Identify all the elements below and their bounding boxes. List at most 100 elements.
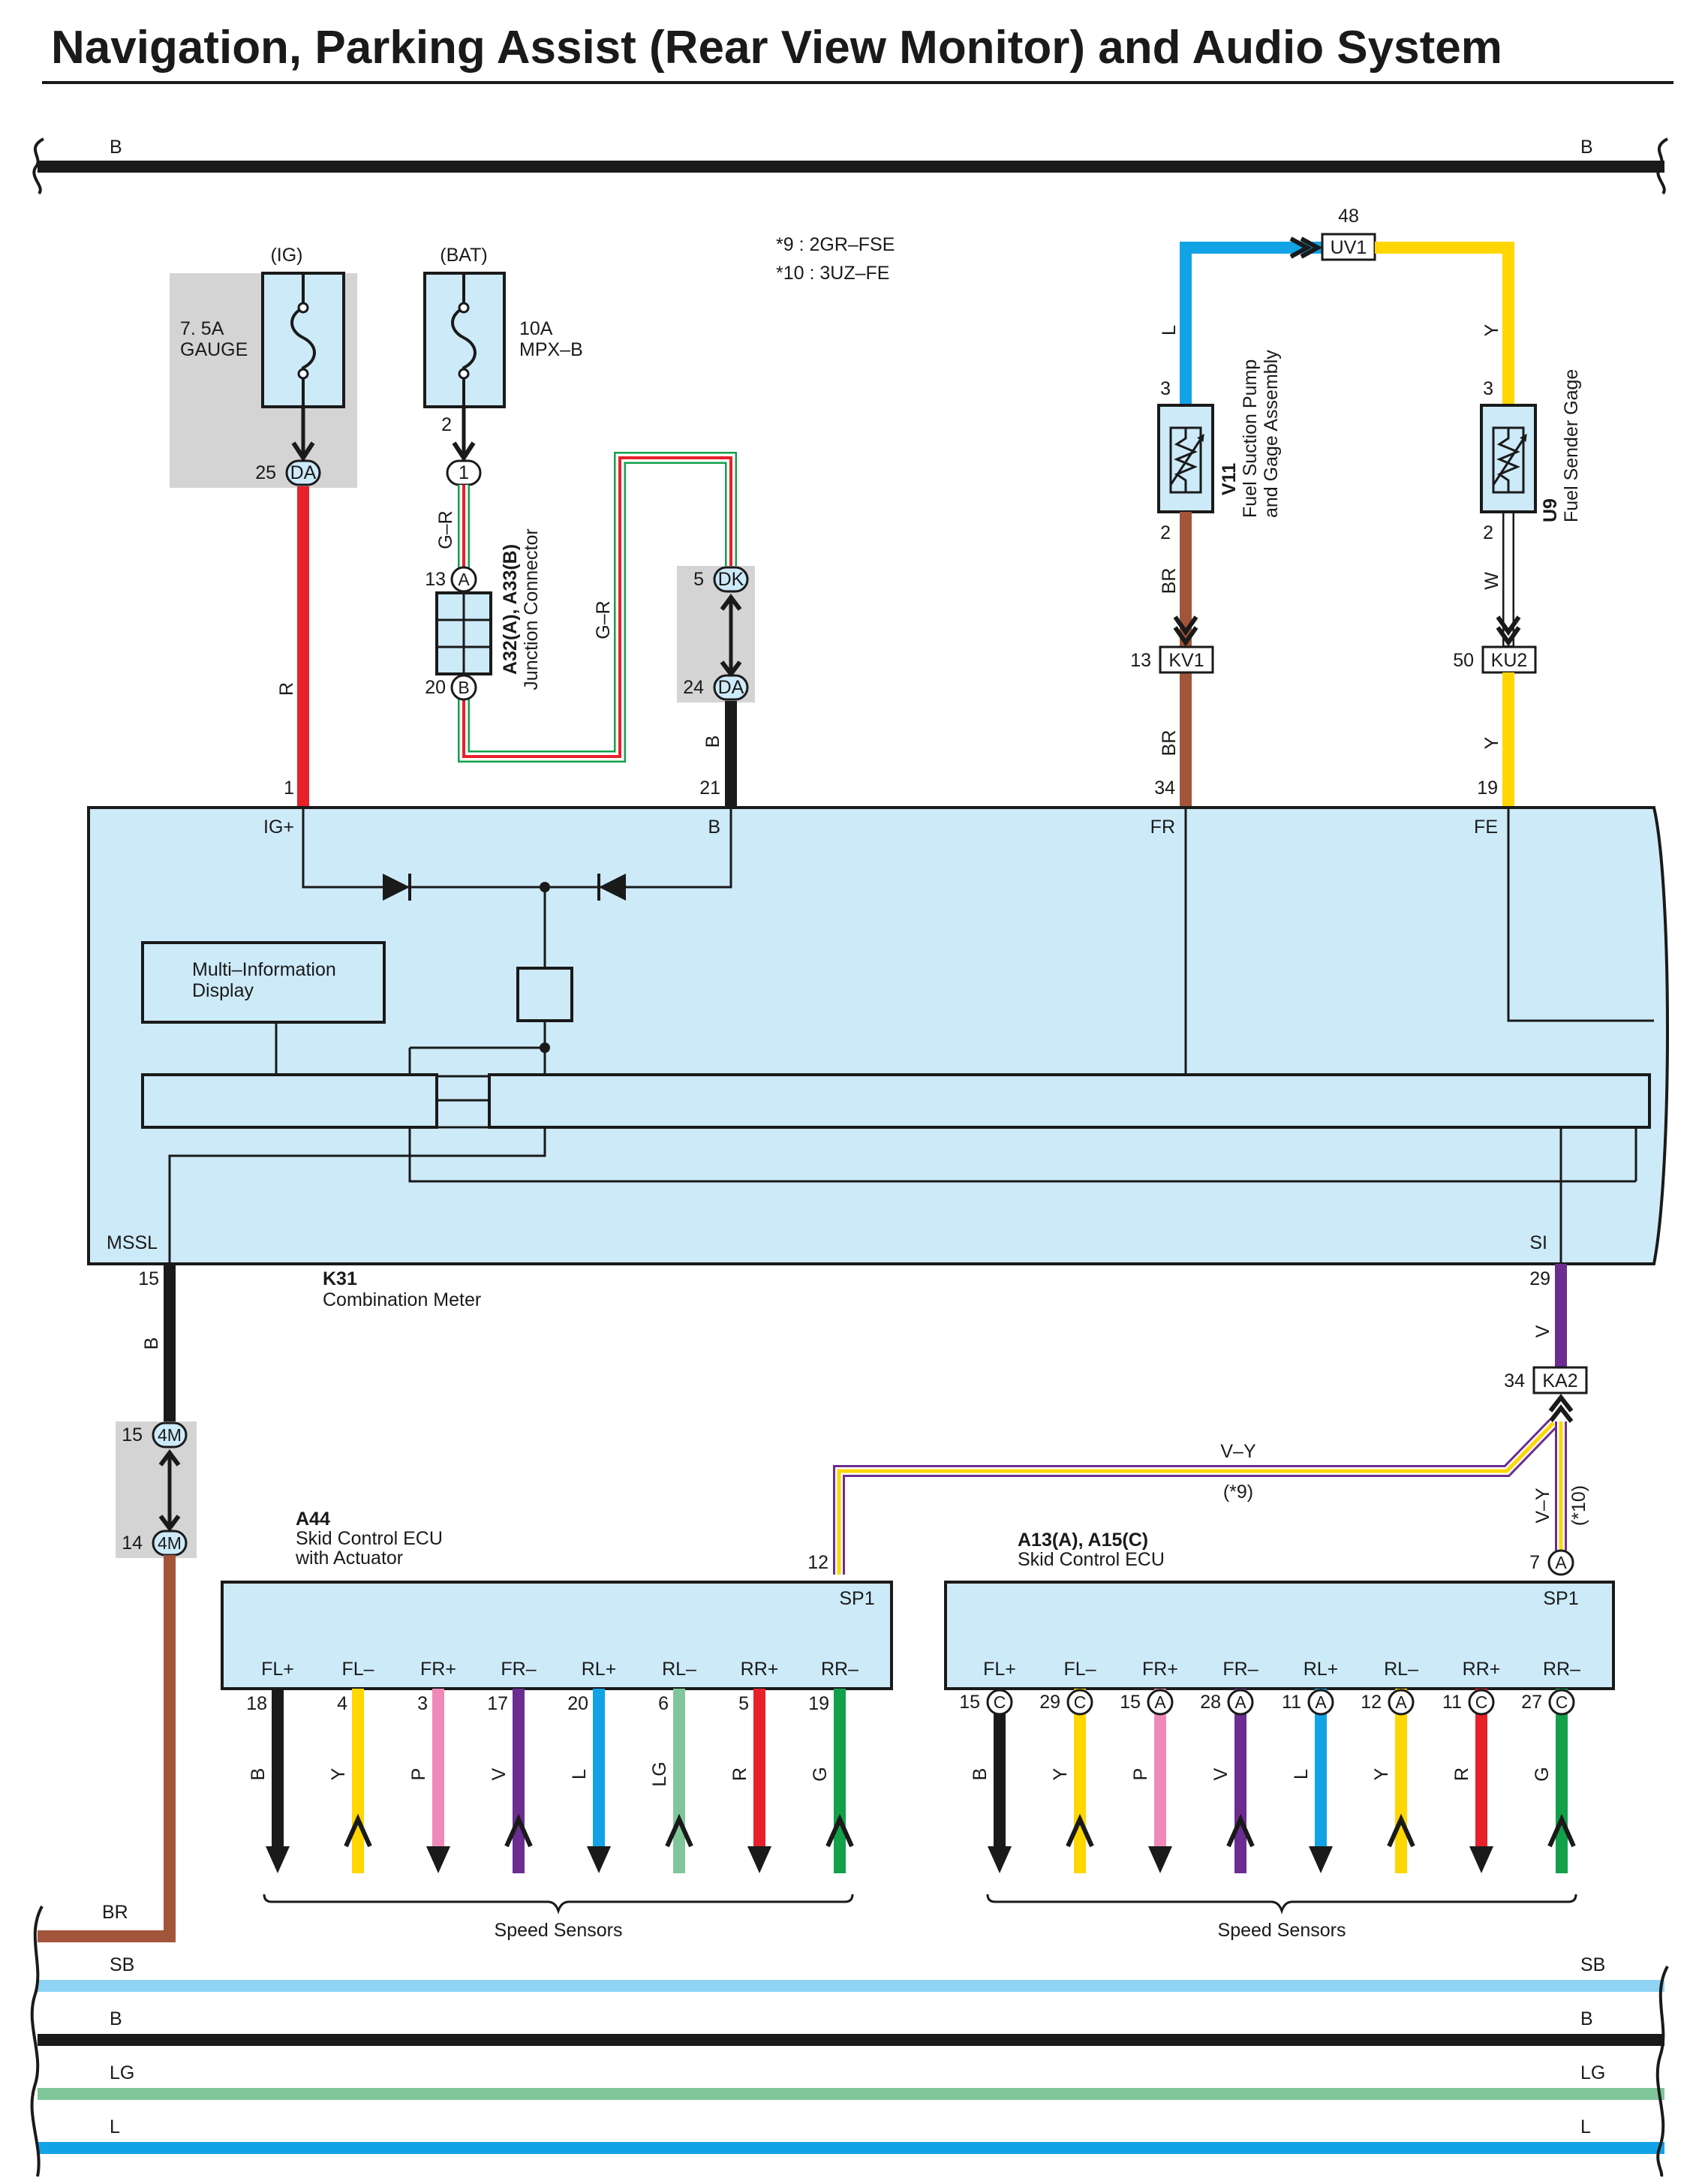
a13-pin-conn [1147,1689,1174,1716]
fuse-bat: (BAT) 10A MPX–B 2 1 [423,245,583,486]
connector-kv1 [1159,645,1214,674]
diode-right [599,874,626,901]
meter-cpu-box-left [141,1073,438,1129]
bus-label-right: SB [1580,1954,1605,1975]
a44-line2: with Actuator [295,1548,403,1569]
meter-pin-si-label: SI [1529,1232,1547,1253]
top-bus: B B [32,137,1669,195]
fuse-bat-source: (BAT) [440,245,487,266]
m4-conn-top: 4M [158,1425,182,1445]
a44-pin-label: RR– [821,1659,859,1680]
a44-pin-label: RL+ [582,1659,617,1680]
u9-box [1480,404,1537,513]
a13-arrow-out [1066,1813,1094,1848]
m4-pin-top: 15 [122,1424,143,1445]
a44-pins: FL+18BFL–4YFR+3PFR–17VRL+20LRL–6LGRR+5RR… [246,1659,859,1873]
a44-sensor-label: Speed Sensors [495,1920,623,1941]
connector-ka2 [1532,1366,1588,1394]
a13-pin-conn-label: A [1234,1692,1246,1712]
a44-wire-label: G [810,1767,831,1781]
junction-connector: A 13 B 20 A32(A), A33(B) Junction Connec… [425,528,542,701]
a13-pin-conn [1227,1689,1254,1716]
a13-arrow-in [1469,1846,1493,1873]
top-bus-right-label: B [1580,137,1593,158]
a13-arrow-in [988,1846,1012,1873]
a13-pin-conn [1388,1689,1415,1716]
a13-pin-conn-label: A [1395,1692,1407,1712]
a13-skid-control-ecu: A13(A), A15(C) Skid Control ECU SP1 FL+C… [944,1530,1615,1941]
a13-sensor-brace [986,1894,1577,1915]
a13-pin-7: RR– C 27G [1521,1659,1580,1873]
a44-arrow-in [587,1846,611,1873]
wire-br-label-bottom: BR [1159,730,1180,757]
a13-pin-label: RR– [1543,1659,1580,1680]
a13-pin-num: 11 [1442,1692,1462,1713]
a13-pin-conn-label: C [1074,1692,1087,1712]
bus-break-left [32,137,45,195]
junction-conn-b-label: B [458,678,469,697]
a13-arrow-out [1387,1813,1415,1848]
a13-pin-label: FR+ [1142,1659,1178,1680]
meter-pin-fr-num: 34 [1154,778,1175,799]
junction-name: Junction Connector [521,528,542,690]
wire-l-label: L [1159,325,1180,335]
u9-pin-top: 3 [1483,378,1493,399]
wire-vy-label: V–Y [1220,1441,1256,1462]
a13-pin-conn [1548,1689,1575,1716]
a44-wire-label: Y [328,1767,349,1780]
note-9: *9 : 2GR–FSE [776,234,895,255]
a13-pin-label: FL+ [983,1659,1016,1680]
a13-sensor-label: Speed Sensors [1218,1920,1346,1941]
a44-pin-1: FL–4Y [328,1659,374,1873]
v11-line1: Fuel Suction Pump [1240,359,1261,518]
a44-arrow-in [266,1846,290,1873]
a44-pin-label: RL– [662,1659,696,1680]
fuse-ig: (IG) 7. 5A GAUGE DA 25 [170,245,357,488]
v11-fuel-pump-gage: 3 2 V11 Fuel Suction Pump and Gage Assem… [1130,350,1282,809]
wire-br-ground [38,1555,176,1942]
meter-pin-fe-label: FE [1474,817,1498,838]
a13-name: Skid Control ECU [1018,1549,1165,1570]
a13-pin-conn [1468,1689,1495,1716]
a44-pin-label: FR– [501,1659,536,1680]
a44-wire-label: L [569,1769,590,1779]
meter-pin-mssl-num: 15 [138,1268,159,1289]
a44-arrow-out [825,1813,854,1848]
a13-wire-label: Y [1050,1767,1071,1780]
bus-break-right [1656,137,1669,195]
a44-pin-0: FL+18B [246,1659,294,1873]
m4-pin-bottom: 14 [122,1533,143,1554]
a13-pin-label: FL– [1063,1659,1096,1680]
a13-pin-conn [1066,1689,1093,1716]
a44-pin-num: 5 [738,1693,749,1714]
junction-conn-a-label: A [458,570,470,589]
wire-g-r-left-label: G–R [435,510,456,549]
page-title: Navigation, Parking Assist (Rear View Mo… [51,22,1502,74]
a44-pin-label: FL+ [261,1659,294,1680]
a44-sensor-brace [263,1894,854,1915]
a13-arrow-out [1226,1813,1255,1848]
a13-pin-conn-label: C [1556,1692,1568,1712]
u9-name: Fuel Sender Gage [1561,369,1582,522]
connector-ku2 [1481,645,1537,674]
a44-pin-3: FR–17V [487,1659,537,1873]
wire-r-label: R [276,682,297,696]
wire-vy-a44 [833,1418,1558,1575]
wire-w-label: W [1481,572,1502,590]
fuse-ig-source: (IG) [270,245,302,266]
wire-b-label: B [702,736,723,748]
a13-pin-num: 28 [1200,1692,1221,1713]
da-conn-label: DA [718,677,744,698]
a13-pin-num: 27 [1521,1692,1542,1713]
a44-pin-num: 19 [808,1693,829,1714]
a13-wire-label: G [1532,1767,1553,1781]
a13-sp-conn [1547,1549,1574,1576]
bus-label-left: L [110,2116,120,2137]
meter-cpu-box-right [488,1073,1651,1129]
a13-arrow-in [1148,1846,1172,1873]
a13-arrow-out [1547,1813,1576,1848]
meter-pin-ig-num: 1 [284,778,294,799]
